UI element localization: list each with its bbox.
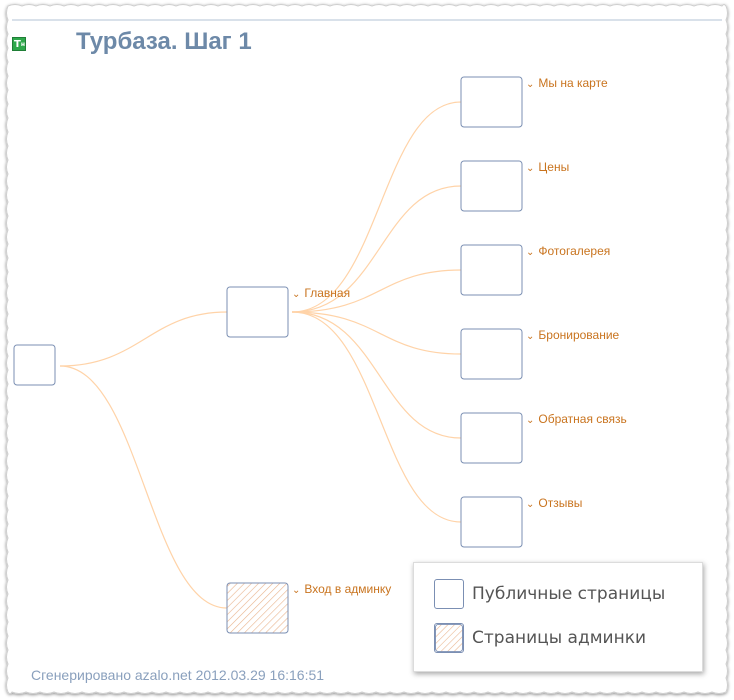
node-label-gallery-text: Фотогалерея (538, 244, 611, 258)
connector-main-prices (291, 185, 462, 313)
legend-label-admin: Страницы админки (472, 628, 647, 648)
node-box-prices[interactable] (460, 160, 523, 212)
node-label-map[interactable]: ⌄Мы на карте (526, 76, 608, 90)
legend-label-public: Публичные страницы (472, 584, 666, 604)
node-label-main[interactable]: ⌄Главная (292, 286, 350, 300)
node-label-reviews-text: Отзывы (538, 496, 583, 510)
chevron-down-icon: ⌄ (526, 331, 535, 342)
connector-main-gallery (291, 269, 462, 313)
connector-main-feedback (291, 311, 462, 439)
chevron-down-icon: ⌄ (292, 585, 301, 596)
legend-swatch-admin (434, 623, 464, 653)
node-box-root[interactable] (13, 344, 56, 386)
node-label-prices[interactable]: ⌄Цены (526, 160, 569, 174)
connector-root-main (59, 311, 228, 367)
node-label-booking[interactable]: ⌄Бронирование (526, 328, 619, 342)
connector-root-admin (59, 365, 228, 609)
app-logo-icon: Tн (12, 37, 26, 51)
chevron-down-icon: ⌄ (526, 79, 535, 90)
chevron-down-icon: ⌄ (526, 247, 535, 258)
node-label-map-text: Мы на карте (538, 76, 608, 90)
connector-main-booking (291, 311, 462, 355)
node-box-feedback[interactable] (460, 412, 523, 464)
connector-main-reviews (291, 311, 462, 523)
chevron-down-icon: ⌄ (526, 415, 535, 426)
node-box-map[interactable] (460, 76, 523, 128)
connector-main-map (291, 101, 462, 313)
footer-generated-note: Сгенерировано azalo.net 2012.03.29 16:16… (31, 667, 325, 683)
node-label-admin[interactable]: ⌄Вход в админку (292, 582, 391, 596)
node-label-feedback[interactable]: ⌄Обратная связь (526, 412, 627, 426)
legend: Публичные страницы Страницы админки (413, 562, 703, 672)
node-label-main-text: Главная (304, 286, 351, 300)
node-box-gallery[interactable] (460, 244, 523, 296)
chevron-down-icon: ⌄ (292, 289, 301, 300)
chevron-down-icon: ⌄ (526, 499, 535, 510)
connectors (59, 101, 462, 609)
node-box-booking[interactable] (460, 328, 523, 380)
node-label-gallery[interactable]: ⌄Фотогалерея (526, 244, 610, 258)
legend-swatch-public (434, 579, 464, 609)
node-box-reviews[interactable] (460, 496, 523, 548)
chevron-down-icon: ⌄ (526, 163, 535, 174)
node-label-prices-text: Цены (538, 160, 570, 174)
node-label-admin-text: Вход в админку (304, 582, 392, 596)
node-label-reviews[interactable]: ⌄Отзывы (526, 496, 582, 510)
node-box-main[interactable] (226, 286, 289, 338)
node-label-feedback-text: Обратная связь (538, 412, 627, 426)
node-label-booking-text: Бронирование (538, 328, 620, 342)
page-title: Турбаза. Шаг 1 (76, 28, 252, 55)
node-box-admin[interactable] (226, 582, 289, 634)
wavy-frame-border (6, 4, 728, 694)
